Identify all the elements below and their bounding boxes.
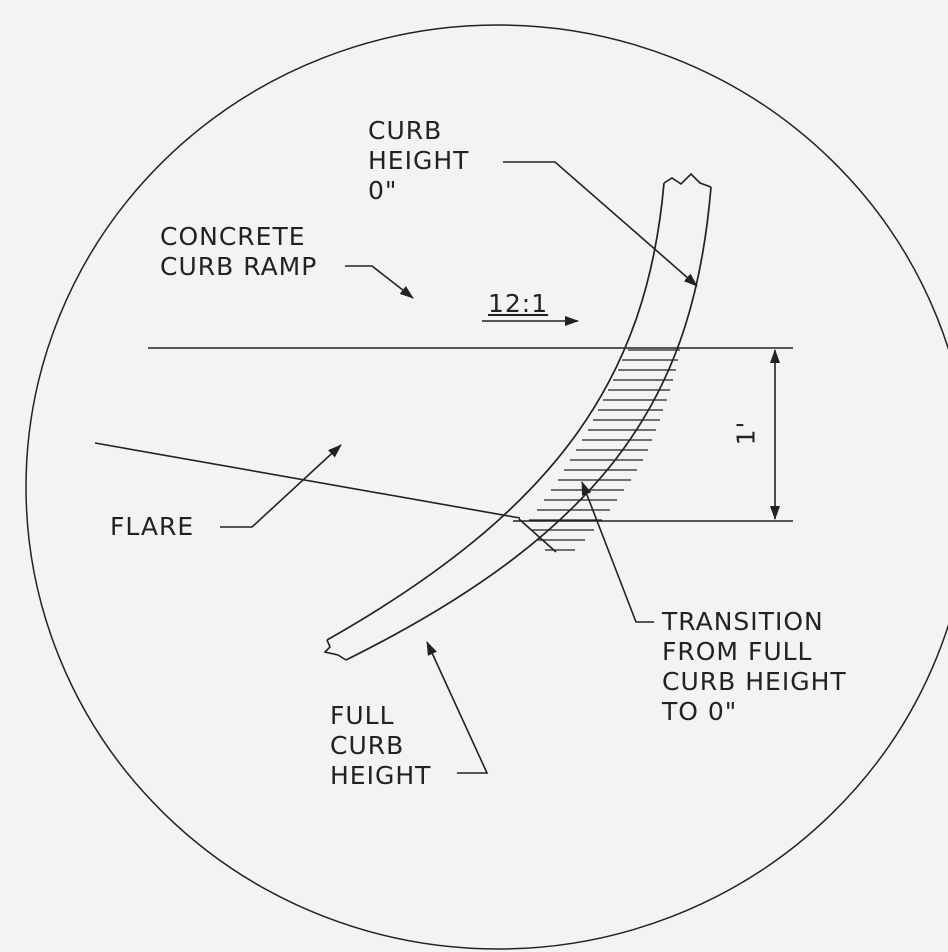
curb-height-zero-label: CURB HEIGHT 0" (368, 116, 469, 206)
curb-bottom-break (323, 639, 347, 661)
concrete-curb-ramp-line-1: CONCRETE (160, 222, 306, 251)
dimension-label: 1' (731, 420, 761, 446)
flare-line (94, 442, 521, 519)
concrete-curb-ramp-leader (345, 265, 414, 299)
full-curb-height-line-3: HEIGHT (330, 761, 432, 790)
transition-hatching (529, 349, 680, 551)
full-curb-height-leader (426, 641, 489, 774)
concrete-curb-ramp-label: CONCRETE CURB RAMP (160, 222, 317, 282)
full-curb-height-line-1: FULL (330, 701, 395, 730)
transition-line-4: TO 0" (662, 697, 738, 726)
transition-end-line (518, 518, 557, 553)
transition-line-1: TRANSITION (662, 607, 824, 636)
transition-leader (581, 481, 654, 623)
curb-height-zero-leader (503, 161, 698, 287)
transition-label: TRANSITION FROM FULL CURB HEIGHT TO 0" (662, 607, 847, 727)
full-curb-height-label: FULL CURB HEIGHT (330, 701, 431, 791)
concrete-curb-ramp-line-2: CURB RAMP (160, 252, 318, 281)
curb-top-break (663, 172, 712, 188)
full-curb-height-line-2: CURB (330, 731, 405, 760)
curb-height-zero-line-1: CURB (368, 116, 443, 145)
slope-label: 12:1 (488, 289, 549, 318)
curb-height-zero-line-3: 0" (368, 176, 398, 205)
curb-inner-edge (326, 182, 665, 641)
detail-circle (25, 24, 948, 950)
transition-line-2: FROM FULL (662, 637, 813, 666)
flare-label: FLARE (110, 512, 195, 541)
curb-height-zero-line-2: HEIGHT (368, 146, 470, 175)
flare-leader (220, 444, 342, 528)
transition-line-3: CURB HEIGHT (662, 667, 847, 696)
curb-outer-edge (345, 186, 712, 661)
